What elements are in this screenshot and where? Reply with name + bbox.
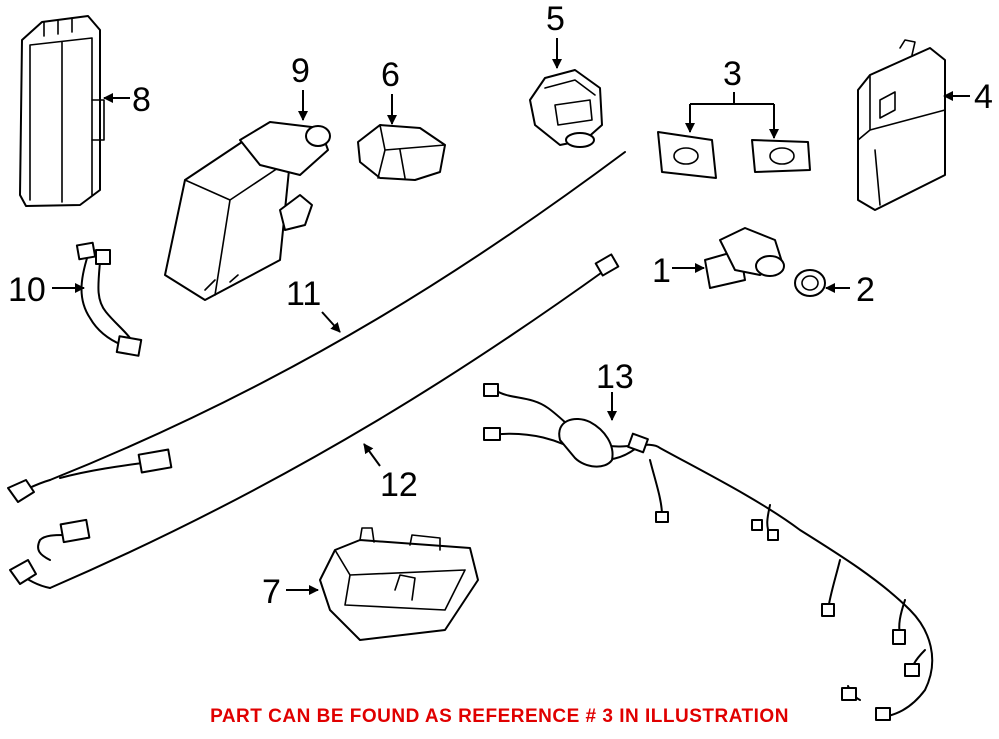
callout-5: 5	[546, 0, 565, 38]
part-8-control-module[interactable]	[19, 15, 105, 207]
part-11-cable[interactable]	[7, 151, 626, 503]
callout-1: 1	[652, 252, 671, 290]
part-5-camera[interactable]	[529, 69, 603, 148]
callout-8: 8	[132, 81, 151, 119]
part-4-module[interactable]	[857, 39, 946, 211]
part-2-grommet[interactable]	[794, 269, 826, 297]
part-13-harness[interactable]	[483, 383, 934, 721]
part-1-park-sensor[interactable]	[704, 227, 785, 289]
callout-4: 4	[974, 78, 993, 116]
callout-12: 12	[380, 466, 418, 504]
callout-9: 9	[291, 52, 310, 90]
callout-13: 13	[596, 358, 634, 396]
callout-3: 3	[723, 55, 742, 93]
part-10-pigtail[interactable]	[75, 241, 143, 357]
callout-7: 7	[262, 573, 281, 611]
callout-2: 2	[856, 271, 875, 309]
callout-11: 11	[286, 275, 321, 313]
part-6-bracket[interactable]	[357, 124, 446, 181]
part-9-actuator[interactable]	[164, 121, 331, 301]
callout-10: 10	[8, 271, 46, 309]
part-7-housing[interactable]	[319, 527, 479, 641]
callout-6: 6	[381, 56, 400, 94]
reference-note: PART CAN BE FOUND AS REFERENCE # 3 IN IL…	[210, 706, 789, 727]
part-12-cable[interactable]	[9, 253, 620, 589]
part-3-sensor-brackets[interactable]	[657, 131, 811, 179]
